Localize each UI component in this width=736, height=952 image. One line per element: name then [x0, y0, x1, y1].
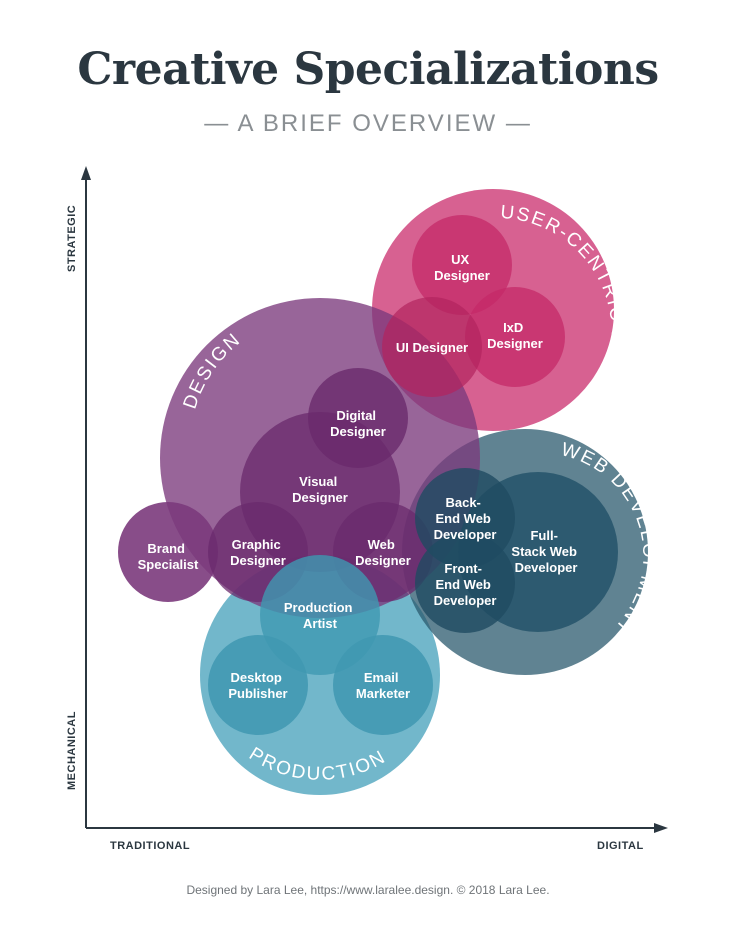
desktop-publisher-circle — [208, 635, 308, 735]
role-circles — [118, 215, 618, 735]
label-front-end-line2: End Web — [436, 577, 491, 592]
label-brand-line2: Specialist — [138, 557, 199, 572]
label-production-artist-line2: Artist — [303, 616, 338, 631]
label-ux-designer: UX Designer — [434, 252, 490, 283]
label-graphic-designer: Graphic Designer — [230, 537, 286, 568]
label-graphic-line2: Designer — [230, 553, 286, 568]
role-labels: UX Designer IxD Designer UI Designer Dig… — [138, 252, 580, 701]
label-ui-line1: UI Designer — [396, 340, 468, 355]
label-front-end-line3: Developer — [434, 593, 497, 608]
email-marketer-circle — [333, 635, 433, 735]
label-production-artist: Production Artist — [284, 600, 356, 631]
label-web-designer: Web Designer — [355, 537, 411, 568]
label-web-designer-line1: Web — [368, 537, 395, 552]
label-graphic-line1: Graphic — [232, 537, 281, 552]
axis-label-strategic: STRATEGIC — [66, 205, 78, 272]
label-brand-line1: Brand — [147, 541, 185, 556]
label-ui-designer: UI Designer — [396, 340, 468, 355]
label-front-end-line1: Front- — [444, 561, 482, 576]
label-web-designer-line2: Designer — [355, 553, 411, 568]
ux-designer-circle — [412, 215, 512, 315]
label-visual-line2: Designer — [292, 490, 348, 505]
label-production-artist-line1: Production — [284, 600, 353, 615]
label-email-line2: Marketer — [356, 686, 410, 701]
label-desktop-publisher: Desktop Publisher — [228, 670, 287, 701]
axis-label-digital: DIGITAL — [597, 840, 644, 852]
label-ux-line1: UX — [451, 252, 469, 267]
label-back-end-line2: End Web — [436, 511, 491, 526]
label-digital-designer: Digital Designer — [330, 408, 386, 439]
label-ixd-line2: Designer — [487, 336, 543, 351]
label-full-stack-line1: Full- — [530, 528, 557, 543]
label-brand-specialist: Brand Specialist — [138, 541, 199, 572]
label-ixd-designer: IxD Designer — [487, 320, 543, 351]
label-digital-line2: Designer — [330, 424, 386, 439]
label-full-stack-line2: Stack Web — [511, 544, 577, 559]
label-full-stack-developer: Full- Stack Web Developer — [511, 528, 580, 575]
label-back-end-line1: Back- — [445, 495, 480, 510]
x-axis-arrow — [654, 823, 668, 833]
axis-label-mechanical: MECHANICAL — [66, 711, 78, 790]
label-front-end-developer: Front- End Web Developer — [434, 561, 497, 608]
label-ux-line2: Designer — [434, 268, 490, 283]
production-artist-circle — [260, 555, 380, 675]
label-visual-designer: Visual Designer — [292, 474, 348, 505]
label-full-stack-line3: Developer — [515, 560, 578, 575]
label-digital-line1: Digital — [336, 408, 376, 423]
label-email-marketer: Email Marketer — [356, 670, 410, 701]
footer-credit: Designed by Lara Lee, https://www.larale… — [186, 883, 550, 897]
axis-label-traditional: TRADITIONAL — [110, 840, 190, 852]
label-back-end-line3: Developer — [434, 527, 497, 542]
brand-specialist-circle — [118, 502, 218, 602]
page-title: Creative Specializations — [77, 44, 659, 95]
label-desktop-line1: Desktop — [231, 670, 282, 685]
label-back-end-developer: Back- End Web Developer — [434, 495, 497, 542]
label-desktop-line2: Publisher — [228, 686, 287, 701]
label-email-line1: Email — [364, 670, 399, 685]
y-axis-arrow — [81, 166, 91, 180]
label-ixd-line1: IxD — [503, 320, 523, 335]
axes: STRATEGIC MECHANICAL TRADITIONAL DIGITAL — [66, 166, 668, 852]
label-visual-line1: Visual — [299, 474, 337, 489]
ixd-designer-circle — [465, 287, 565, 387]
page-subtitle: — A BRIEF OVERVIEW — — [204, 110, 532, 137]
ui-designer-circle — [382, 297, 482, 397]
front-end-developer-circle — [415, 533, 515, 633]
